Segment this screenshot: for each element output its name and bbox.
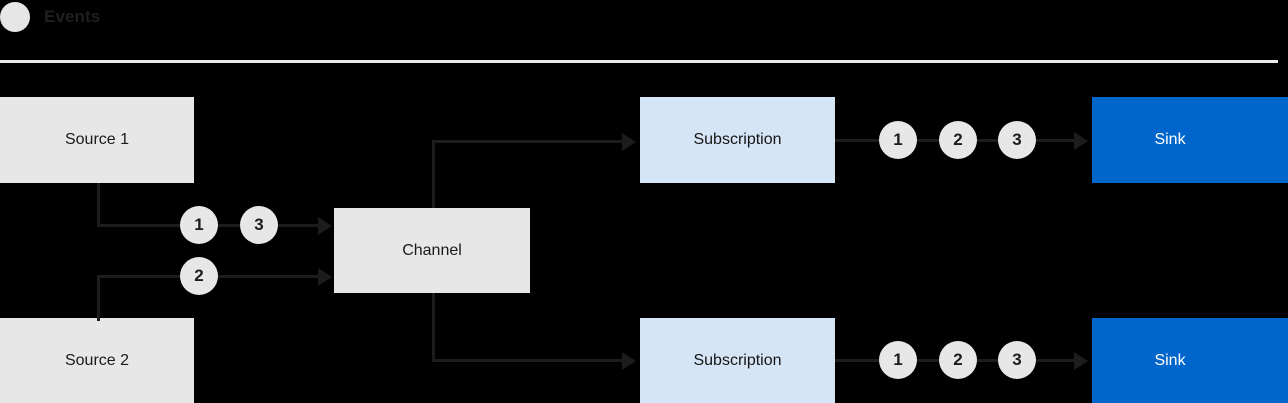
node-sink-top-label: Sink (1154, 131, 1186, 148)
node-channel[interactable]: Channel (334, 208, 530, 293)
event-token: 3 (240, 206, 278, 244)
event-token: 1 (180, 206, 218, 244)
event-token: 2 (939, 341, 977, 379)
event-token: 1 (879, 121, 917, 159)
arrowhead-channel-to-subscription-top (622, 133, 636, 151)
event-token: 1 (879, 341, 917, 379)
arrowhead-channel-to-subscription-bottom (622, 352, 636, 370)
event-token: 3 (998, 341, 1036, 379)
connector-channel-to-subscription-bottom (432, 359, 624, 362)
node-source-2[interactable]: Source 2 (0, 318, 194, 403)
node-source-1[interactable]: Source 1 (0, 97, 194, 183)
event-token: 3 (998, 121, 1036, 159)
node-subscription-top[interactable]: Subscription (640, 97, 835, 183)
node-subscription-top-label: Subscription (693, 131, 782, 148)
connector-source2-rise (97, 275, 100, 321)
arrowhead-subscription-bottom-to-sink (1074, 352, 1088, 370)
node-sink-bottom-label: Sink (1154, 352, 1186, 369)
legend: Events (0, 0, 100, 34)
header-divider (0, 60, 1278, 63)
event-token: 2 (180, 257, 218, 295)
connector-channel-to-subscription-top (432, 140, 624, 143)
node-source-1-label: Source 1 (64, 131, 130, 148)
legend-label: Events (44, 7, 101, 26)
event-circle-icon (0, 2, 30, 32)
node-sink-top[interactable]: Sink (1092, 97, 1288, 183)
connector-source1-drop (97, 183, 100, 227)
node-channel-label: Channel (402, 241, 462, 259)
node-sink-bottom[interactable]: Sink (1092, 318, 1288, 403)
arrowhead-source1-to-channel (318, 217, 332, 235)
arrowhead-subscription-top-to-sink (1074, 132, 1088, 150)
node-subscription-bottom[interactable]: Subscription (640, 318, 835, 403)
node-subscription-bottom-label: Subscription (693, 352, 782, 369)
event-token: 2 (939, 121, 977, 159)
node-source-2-label: Source 2 (64, 352, 130, 369)
arrowhead-source2-to-channel (318, 268, 332, 286)
